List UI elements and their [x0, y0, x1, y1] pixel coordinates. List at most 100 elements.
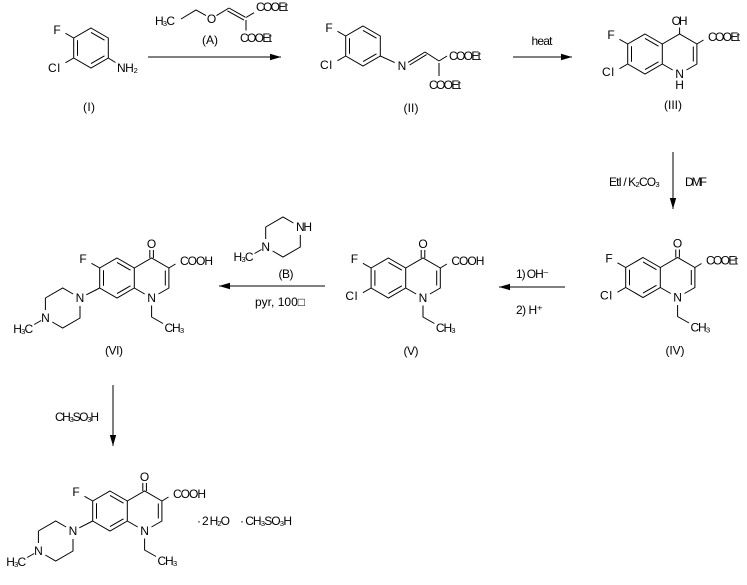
- atom-f: F: [53, 23, 60, 37]
- reagent-a: H₃C O COOEt COOEt (A): [155, 0, 289, 47]
- benzene-ring: [337, 25, 381, 67]
- bond-piperazine: [86, 287, 100, 296]
- acid-label: COOH: [451, 254, 484, 268]
- atom-oh: OH: [672, 14, 688, 28]
- atom-f: F: [351, 252, 358, 266]
- bond-cl: [619, 63, 628, 70]
- ester-label: COOEt: [708, 30, 741, 44]
- atom-ch3: CH₃: [436, 321, 456, 335]
- compound-iv: O F Cl COOEt N CH₃ (IV): [600, 237, 739, 358]
- quinoline-ring: [619, 33, 704, 75]
- atom-o: O: [140, 470, 149, 484]
- ester-label-bottom: COOEt: [240, 31, 273, 45]
- atom-o: O: [418, 237, 427, 251]
- compound-ii: F Cl N COOEt COOEt (II): [320, 21, 482, 115]
- final-product-piperazine: N N H₃C: [6, 520, 78, 569]
- compound-vi-piperazine: N N H₃C: [13, 287, 85, 336]
- bond-methyl: [33, 320, 42, 325]
- compound-iii: OH F Cl COOEt N H (III): [602, 14, 741, 112]
- bond-cl: [362, 287, 372, 294]
- atom-o: O: [673, 237, 682, 251]
- quinolone-ring: [92, 250, 176, 324]
- acid-label: COOH: [173, 487, 206, 501]
- condition-mesylation: CH₃SO₃H: [55, 410, 99, 424]
- bond-piperazine: [79, 520, 93, 529]
- ester-label-top: COOEt: [256, 0, 289, 14]
- atom-cl: Cl: [602, 65, 614, 79]
- atom-o: O: [207, 12, 216, 26]
- atom-nh2: NH₂: [117, 61, 138, 75]
- bond-o-ch: [216, 7, 230, 17]
- atom-h3c: H₃C: [234, 250, 254, 264]
- reagent-b: NH N H₃C: [234, 216, 312, 264]
- condition-hydrolysis-1: 1) OH⁻: [516, 267, 549, 281]
- bond-methyl: [26, 553, 35, 558]
- compound-vi: O F COOH N CH₃ (VI): [79, 237, 213, 358]
- label-reagent-a: (A): [202, 33, 218, 47]
- atom-cl: Cl: [320, 58, 332, 72]
- label-reagent-b: (B): [279, 267, 294, 281]
- acid-label: COOH: [180, 254, 213, 268]
- reaction-arrow-5: (B) pyr, 100□: [219, 267, 325, 309]
- double-bond-vinyl: [227, 7, 246, 21]
- bond-ring-n: [380, 55, 395, 64]
- atom-n: N: [69, 524, 78, 538]
- atom-f: F: [79, 252, 86, 266]
- atom-cl: Cl: [345, 289, 357, 303]
- bond-ethoxy: [180, 9, 207, 20]
- imine-double-bond: [407, 51, 427, 66]
- atom-nh: NH: [296, 220, 312, 234]
- label-compound-vi: (VI): [105, 344, 123, 358]
- reaction-arrow-4: 1) OH⁻ 2) H⁺: [499, 267, 565, 317]
- atom-ch3: CH₃: [158, 554, 178, 568]
- ester-label: COOEt: [706, 254, 739, 268]
- atom-n: N: [673, 291, 682, 305]
- atom-n: N: [34, 544, 43, 558]
- label-compound-i: (I): [83, 100, 95, 114]
- label-compound-iii: (III): [664, 98, 682, 112]
- adduct-mesylate: · CH₃SO₃H: [240, 514, 292, 528]
- label-compound-ii: (II): [404, 101, 419, 115]
- atom-n: N: [147, 291, 156, 305]
- quinolone-ring: [85, 483, 169, 557]
- compound-i: F Cl NH₂ (I): [48, 23, 138, 114]
- bonds-malonate: [424, 51, 448, 76]
- condition-alkylation: EtI / K₂CO₃: [609, 175, 660, 189]
- atom-f: F: [72, 485, 79, 499]
- condition-heat: heat: [532, 34, 554, 48]
- compound-v: O F Cl COOH N CH₃ (V): [345, 237, 484, 358]
- atom-n: N: [675, 67, 684, 81]
- bond-methyl: [254, 249, 262, 254]
- atom-ch3: CH₃: [691, 321, 711, 335]
- quinolone-ring: [363, 250, 447, 324]
- atom-o: O: [147, 237, 156, 251]
- label-compound-iv: (IV): [666, 344, 685, 358]
- ester-label-top: COOEt: [449, 49, 482, 63]
- atom-n: N: [261, 240, 270, 254]
- atom-n: N: [76, 291, 85, 305]
- adduct-water: · 2 H₂O: [197, 514, 230, 528]
- atom-h: H: [675, 78, 684, 92]
- atom-n: N: [398, 59, 407, 73]
- reaction-arrow-3: EtI / K₂CO₃ DMF: [609, 152, 707, 209]
- final-product-adducts: · 2 H₂O · CH₃SO₃H: [197, 514, 292, 528]
- benzene-ring: [65, 27, 109, 69]
- atom-n: N: [419, 291, 428, 305]
- condition-amination: pyr, 100□: [255, 295, 305, 309]
- bond-cl: [617, 287, 626, 293]
- reaction-arrow-6: CH₃SO₃H: [55, 385, 117, 446]
- bond-nh2: [108, 57, 116, 63]
- label-compound-v: (V): [404, 344, 419, 358]
- atom-h3c: H₃C: [6, 555, 26, 569]
- atom-n: N: [140, 524, 149, 538]
- atom-cl: Cl: [600, 289, 612, 303]
- reaction-arrow-2: heat: [513, 34, 572, 61]
- final-product: O F COOH N CH₃: [72, 470, 206, 568]
- atom-n: N: [41, 311, 50, 325]
- quinolone-ring: [618, 250, 702, 324]
- atom-h3c: H₃C: [155, 14, 175, 28]
- atom-h3c: H₃C: [13, 322, 33, 336]
- bonds-esters: [245, 12, 255, 31]
